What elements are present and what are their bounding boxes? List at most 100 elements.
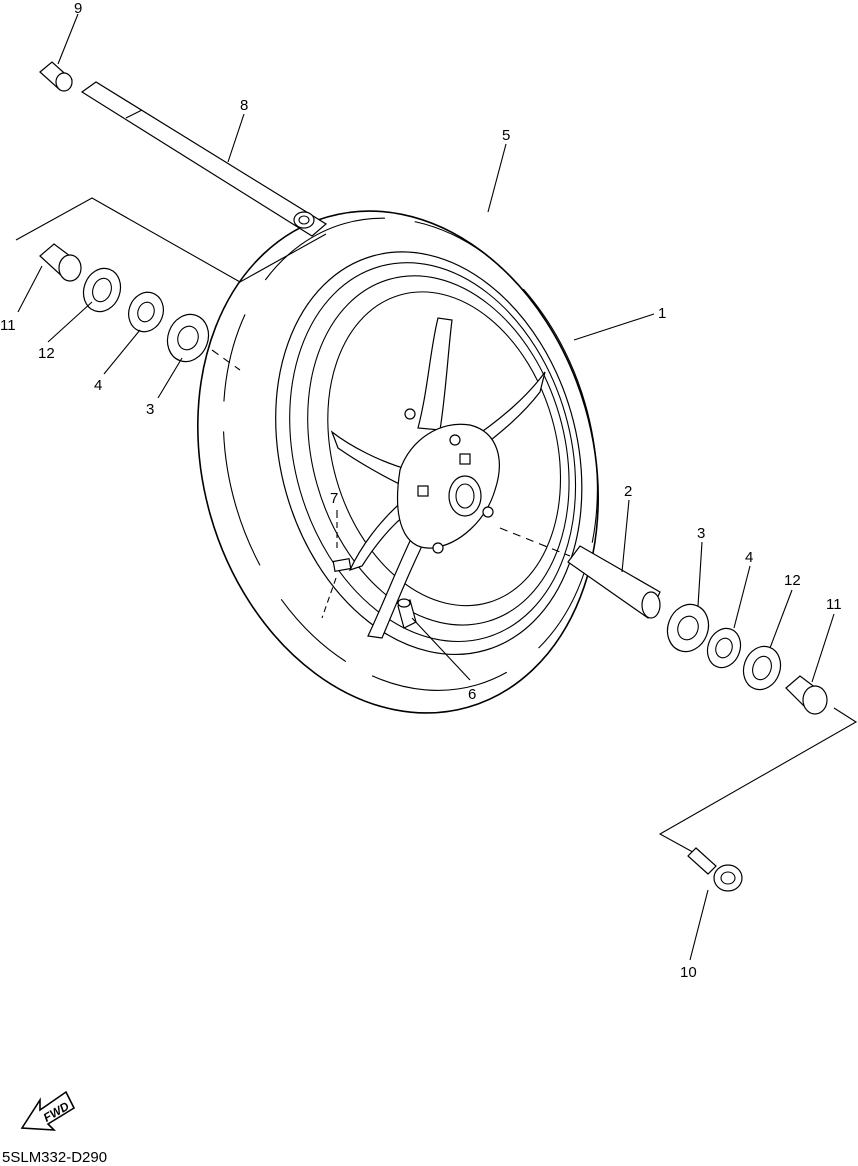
callout-1: 1 bbox=[658, 305, 666, 322]
leader-3a bbox=[157, 357, 183, 399]
axle-end bbox=[293, 211, 315, 229]
spacer-body bbox=[567, 545, 661, 619]
axle-end-bore bbox=[298, 215, 310, 225]
balance-weight-body bbox=[332, 557, 352, 573]
axle-bolt-thread bbox=[687, 847, 717, 875]
hub-bolt-1 bbox=[449, 434, 461, 446]
callout-3-right: 3 bbox=[697, 525, 705, 542]
axle-bolt-head bbox=[713, 864, 743, 892]
spacer-end bbox=[641, 591, 661, 619]
leader-10 bbox=[689, 889, 709, 961]
leader-3b bbox=[697, 541, 703, 607]
axle-bolt bbox=[687, 847, 743, 892]
callout-8: 8 bbox=[240, 97, 248, 114]
leader-2 bbox=[621, 499, 630, 573]
leader-12b bbox=[769, 589, 793, 649]
valve-stem bbox=[397, 598, 417, 629]
leader-5 bbox=[487, 143, 507, 213]
axle-step bbox=[125, 109, 143, 119]
callout-3-left: 3 bbox=[146, 401, 154, 418]
bearing-3-left-inner bbox=[177, 325, 199, 351]
left-explode-bracket bbox=[15, 197, 327, 283]
left-explode-dash bbox=[211, 349, 241, 371]
diagram-code: 5SLM332-D290 bbox=[2, 1149, 107, 1166]
callout-4-right: 4 bbox=[745, 549, 753, 566]
rim-well bbox=[327, 291, 562, 607]
callout-5: 5 bbox=[502, 127, 510, 144]
leader-6 bbox=[411, 617, 471, 681]
wheel-assembly bbox=[197, 210, 599, 714]
leader-4b bbox=[733, 565, 751, 629]
bearing-4-left-inner bbox=[137, 301, 155, 323]
balance-weight-lower-leader bbox=[321, 577, 337, 619]
collar-left-end bbox=[58, 254, 82, 282]
fwd-arrow: FWD bbox=[20, 1090, 76, 1131]
rim-inner bbox=[307, 275, 570, 626]
bearing-3-right-outer bbox=[666, 603, 710, 653]
hub-bore-outer bbox=[448, 475, 482, 517]
axle bbox=[80, 81, 328, 237]
callout-7: 7 bbox=[330, 490, 338, 507]
right-explode-bracket bbox=[658, 707, 858, 857]
leader-11a bbox=[17, 265, 43, 313]
hub-tab-1 bbox=[417, 485, 429, 497]
leader-12a bbox=[47, 301, 93, 343]
bearing-3-left bbox=[166, 313, 210, 363]
callout-12-left: 12 bbox=[38, 345, 55, 362]
collar-right-end bbox=[802, 685, 828, 715]
left-explode-lines bbox=[15, 197, 327, 371]
oil-seal-right-inner bbox=[752, 655, 772, 681]
spoke-upper bbox=[417, 317, 453, 431]
spoke-left bbox=[330, 430, 411, 489]
hub-bolt-3 bbox=[432, 542, 444, 554]
callout-12-right: 12 bbox=[784, 572, 801, 589]
axle-bolt-head-inner bbox=[720, 871, 736, 885]
spoke-lower bbox=[367, 519, 435, 639]
callout-9: 9 bbox=[74, 0, 82, 17]
callout-4-left: 4 bbox=[94, 377, 102, 394]
axle-collar-end bbox=[55, 72, 73, 92]
valve-stem-cap bbox=[397, 598, 411, 608]
bearing-3-left-outer bbox=[166, 313, 210, 363]
oil-seal-right-outer bbox=[742, 645, 782, 691]
callout-10: 10 bbox=[680, 964, 697, 981]
right-explode-lines bbox=[658, 707, 858, 857]
spacer-leader-dash bbox=[499, 527, 571, 557]
leader-11b bbox=[811, 613, 835, 683]
leader-9 bbox=[57, 13, 79, 65]
hub-bore-inner bbox=[455, 483, 475, 509]
bearing-4-right-inner bbox=[715, 637, 733, 659]
oil-seal-left-outer bbox=[82, 267, 122, 313]
wheel-hub bbox=[396, 408, 500, 554]
fwd-arrow-icon bbox=[20, 1090, 76, 1131]
collar-left bbox=[39, 243, 82, 282]
leader-1 bbox=[573, 313, 655, 341]
rim-lip bbox=[289, 262, 577, 643]
hub-bolt-4 bbox=[404, 408, 416, 420]
balance-weight bbox=[321, 512, 352, 619]
callout-11-left: 11 bbox=[0, 317, 16, 334]
tire-tread-line bbox=[222, 217, 598, 691]
wheel-spokes bbox=[330, 317, 546, 639]
hub-tab-2 bbox=[459, 453, 471, 465]
oil-seal-left bbox=[82, 267, 122, 313]
callout-labels: 9 8 5 1 11 12 4 3 2 3 4 12 11 7 6 10 bbox=[0, 0, 842, 981]
oil-seal-right bbox=[742, 645, 782, 691]
leader-4a bbox=[103, 329, 141, 375]
callout-2: 2 bbox=[624, 483, 632, 500]
bearing-4-left bbox=[128, 291, 164, 333]
callout-leaders bbox=[17, 13, 835, 961]
callout-6: 6 bbox=[468, 686, 476, 703]
hub-bolt-2 bbox=[482, 506, 494, 518]
bearing-4-right bbox=[706, 627, 742, 669]
bearing-4-left-outer bbox=[128, 291, 164, 333]
hub-body bbox=[396, 423, 500, 549]
collar-right bbox=[785, 675, 828, 715]
axle-body bbox=[80, 81, 328, 237]
callout-11-right: 11 bbox=[826, 596, 842, 613]
bearing-3-right-inner bbox=[677, 615, 699, 641]
bearing-4-right-outer bbox=[706, 627, 742, 669]
spacer bbox=[499, 527, 661, 619]
axle-collar bbox=[39, 61, 73, 92]
